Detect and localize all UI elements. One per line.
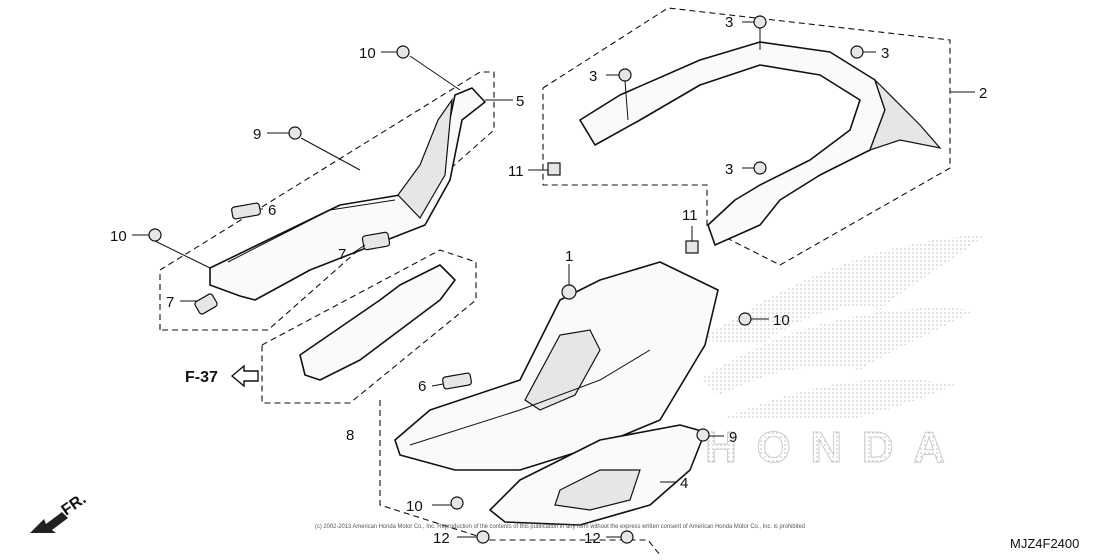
part-10-bolt-a	[396, 45, 410, 59]
callout-10-top: 10	[359, 45, 376, 62]
callout-5: 5	[516, 93, 524, 110]
part-3-grommet-d	[753, 161, 767, 175]
part-3-grommet-a	[753, 15, 767, 29]
callout-10-right: 10	[773, 312, 790, 329]
callout-6-lower: 6	[418, 378, 426, 395]
callout-3-right: 3	[881, 45, 889, 62]
reference-arrow-icon	[230, 364, 259, 388]
reference-label: F-37	[185, 369, 218, 386]
callout-11-left: 11	[508, 163, 524, 180]
part-10-bolt-c	[738, 312, 752, 326]
callout-3-left: 3	[589, 68, 597, 85]
diagram-code: MJZ4F2400	[1010, 536, 1079, 551]
part-11-nut-a	[547, 162, 561, 176]
group-outline-side-cover-right	[379, 400, 661, 556]
group-outline-side-cover-inner	[261, 249, 477, 404]
callout-10-left: 10	[110, 228, 127, 245]
part-9-screw-b	[696, 428, 710, 442]
part-1-clip	[561, 284, 577, 300]
callout-9-left: 9	[253, 126, 261, 143]
part-7-cushion-a	[361, 231, 391, 251]
part-9-screw-a	[288, 126, 302, 140]
group-outline-side-cover-left	[159, 71, 495, 331]
part-12-bolt-b	[620, 530, 634, 544]
callout-4: 4	[680, 475, 688, 492]
part-5-left-side-cover	[209, 87, 486, 301]
callout-6-upper: 6	[268, 202, 276, 219]
part-6-cushion-b	[442, 372, 472, 390]
part-7-cushion-b	[194, 293, 218, 315]
part-3-grommet-b	[850, 45, 864, 59]
part-3-grommet-c	[618, 68, 632, 82]
callout-12-left: 12	[433, 530, 450, 547]
part-12-bolt-a	[476, 530, 490, 544]
callout-12-right: 12	[584, 530, 601, 547]
callout-7-upper: 7	[338, 246, 346, 263]
part-10-bolt-b	[148, 228, 162, 242]
callout-3-lower: 3	[725, 161, 733, 178]
part-4-lower-cover	[489, 424, 706, 526]
callout-9-right: 9	[729, 429, 737, 446]
callout-3-top: 3	[725, 14, 733, 31]
copyright-notice: (c) 2002-2013 American Honda Motor Co., …	[315, 524, 805, 530]
callout-10-bottom: 10	[406, 498, 423, 515]
callout-2: 2	[979, 85, 987, 102]
leader-lines	[132, 21, 975, 538]
honda-wing-watermark	[700, 235, 985, 420]
callout-11-right: 11	[682, 207, 698, 224]
honda-watermark-text: HONDA	[705, 423, 945, 472]
callout-1: 1	[565, 248, 573, 265]
part-10-bolt-d	[450, 496, 464, 510]
part-11-nut-b	[685, 240, 699, 254]
part-6-cushion-a	[231, 202, 261, 220]
callout-7-lower: 7	[166, 294, 174, 311]
part-2-grab-rail	[579, 41, 942, 246]
callout-8: 8	[346, 427, 354, 444]
part-inner-bracket	[299, 264, 456, 381]
front-direction-arrow-icon	[30, 512, 68, 533]
part-8-inner-side-cover	[394, 261, 719, 471]
